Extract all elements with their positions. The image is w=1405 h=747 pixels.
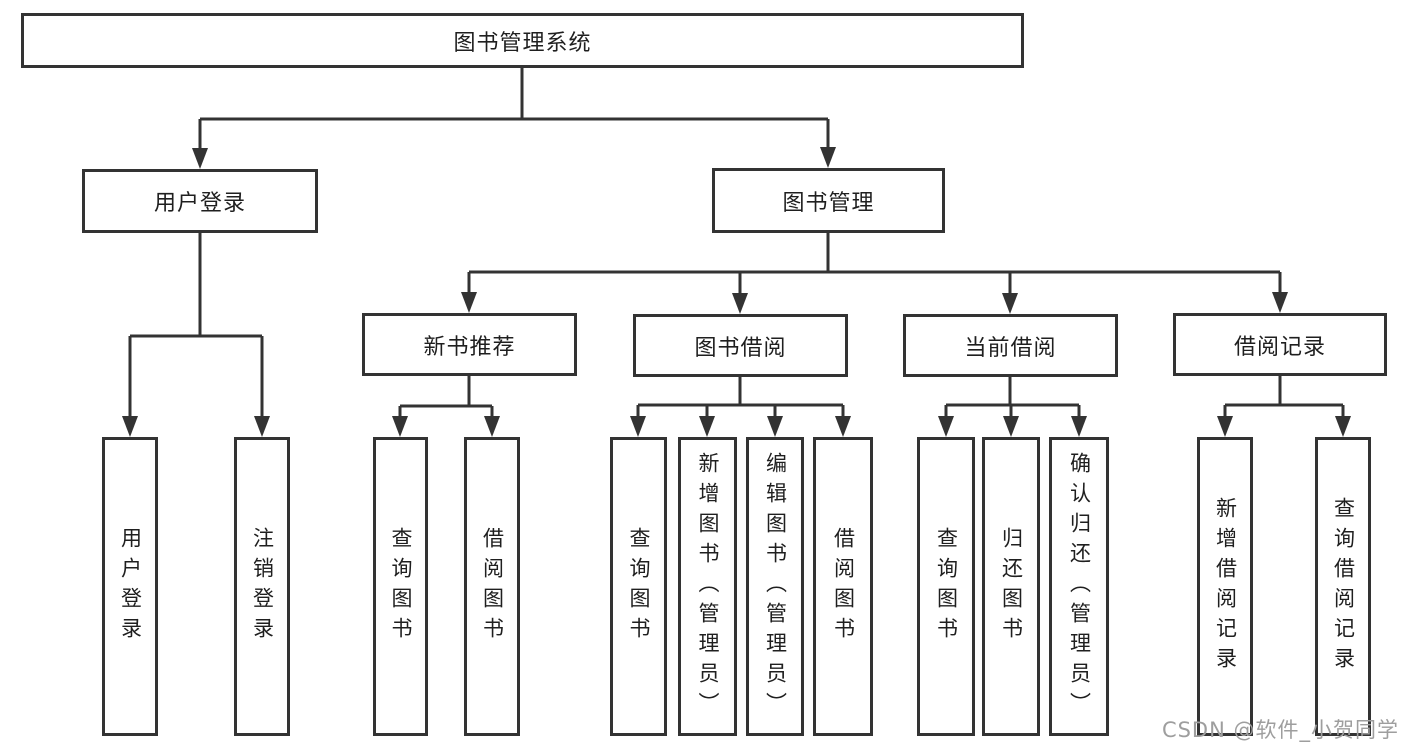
connector-record-bus [1225, 376, 1343, 407]
connector-userlogin-bus [130, 233, 262, 338]
leaf-confirm-return-admin: 确认归还（管理员） [1049, 437, 1109, 736]
arrowhead [1335, 416, 1351, 437]
arrowhead [1272, 292, 1288, 313]
user-login-node: 用户登录 [82, 169, 318, 233]
connector-root-bus [200, 68, 828, 121]
connector-currentborrow-bus [946, 377, 1079, 407]
arrowhead [732, 293, 748, 314]
connector-lines [128, 68, 1345, 421]
arrowhead [254, 416, 270, 437]
leaf-query-book-current: 查询图书 [917, 437, 975, 736]
connector-borrowmodule-bus [638, 377, 843, 407]
leaf-query-book-recommend: 查询图书 [373, 437, 428, 736]
arrowhead [630, 416, 646, 437]
leaf-edit-book-admin: 编辑图书（管理员） [746, 437, 804, 736]
arrowhead [1217, 416, 1233, 437]
arrowhead [192, 148, 208, 169]
arrowhead [767, 416, 783, 437]
leaf-query-borrow-record: 查询借阅记录 [1315, 437, 1371, 736]
leaf-query-book-borrow: 查询图书 [610, 437, 667, 736]
connector-newbook-bus [400, 376, 492, 408]
leaf-return-book: 归还图书 [982, 437, 1040, 736]
leaf-add-book-admin: 新增图书（管理员） [678, 437, 737, 736]
leaf-borrow-book: 借阅图书 [813, 437, 873, 736]
arrowhead [1002, 293, 1018, 314]
csdn-watermark: CSDN @软件_小贺同学 [1161, 718, 1399, 742]
leaf-borrow-book-recommend: 借阅图书 [464, 437, 520, 736]
arrowhead [122, 416, 138, 437]
arrowheads [122, 147, 1351, 437]
connector-bookmgmt-bus [469, 233, 1280, 274]
system-root-node: 图书管理系统 [21, 13, 1024, 68]
arrowhead [835, 416, 851, 437]
current-borrow-node: 当前借阅 [903, 314, 1118, 377]
arrowhead [820, 147, 836, 168]
book-management-node: 图书管理 [712, 168, 945, 233]
arrowhead [461, 292, 477, 313]
new-book-recommend-node: 新书推荐 [362, 313, 577, 376]
arrowhead [938, 416, 954, 437]
arrowhead [1071, 416, 1087, 437]
book-borrow-node: 图书借阅 [633, 314, 848, 377]
leaf-user-login: 用户登录 [102, 437, 158, 736]
arrowhead [484, 416, 500, 437]
arrowhead [392, 416, 408, 437]
arrowhead [1003, 416, 1019, 437]
borrow-record-node: 借阅记录 [1173, 313, 1387, 376]
leaf-logout: 注销登录 [234, 437, 290, 736]
arrowhead [699, 416, 715, 437]
leaf-add-borrow-record: 新增借阅记录 [1197, 437, 1253, 736]
